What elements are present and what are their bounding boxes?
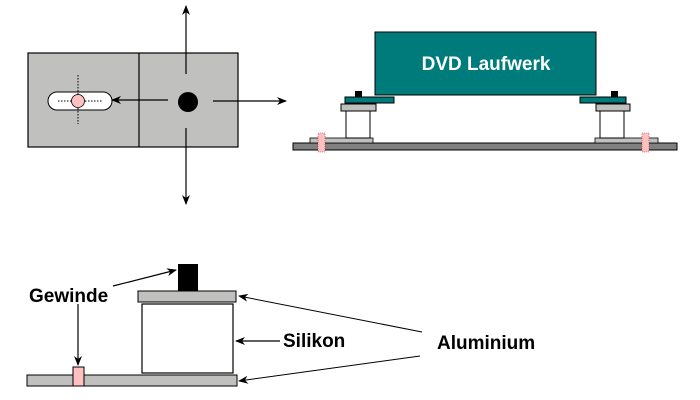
right-top-aluminium [595, 103, 631, 112]
screw-block [178, 264, 198, 291]
label-gewinde: Gewinde [29, 286, 108, 307]
left-bottom-aluminium [309, 137, 374, 144]
right-thread-pin [641, 132, 650, 153]
top-aluminium-plate [137, 290, 237, 303]
aluminium-arrow-top [238, 293, 423, 333]
screw-position-pin [71, 94, 85, 108]
plan-view [27, 5, 287, 205]
center-dot [178, 92, 198, 112]
left-silicone-block [345, 110, 371, 139]
detail-view: Gewinde Silikon Aluminium [26, 264, 535, 387]
left-dvd-bracket [344, 96, 395, 104]
left-thread-pin [317, 132, 326, 153]
left-screw-head [355, 91, 362, 97]
thread-pin [72, 366, 85, 387]
aluminium-arrow-bottom [238, 355, 421, 384]
right-silicone-block [599, 110, 625, 139]
dvd-drive-label: DVD Laufwerk [422, 54, 551, 75]
base-plate [292, 142, 678, 151]
silicone-block [141, 303, 234, 374]
right-dvd-bracket [579, 96, 627, 104]
right-screw-head [611, 91, 618, 97]
label-aluminium: Aluminium [437, 333, 535, 354]
label-silikon: Silikon [283, 331, 345, 352]
bottom-aluminium-bar [26, 374, 238, 387]
left-top-aluminium [340, 103, 377, 112]
gewinde-arrow-to-screw [112, 268, 177, 287]
right-bottom-aluminium [594, 137, 659, 144]
dvd-drive-body [374, 31, 597, 96]
side-view-assembly: DVD Laufwerk [292, 31, 678, 153]
